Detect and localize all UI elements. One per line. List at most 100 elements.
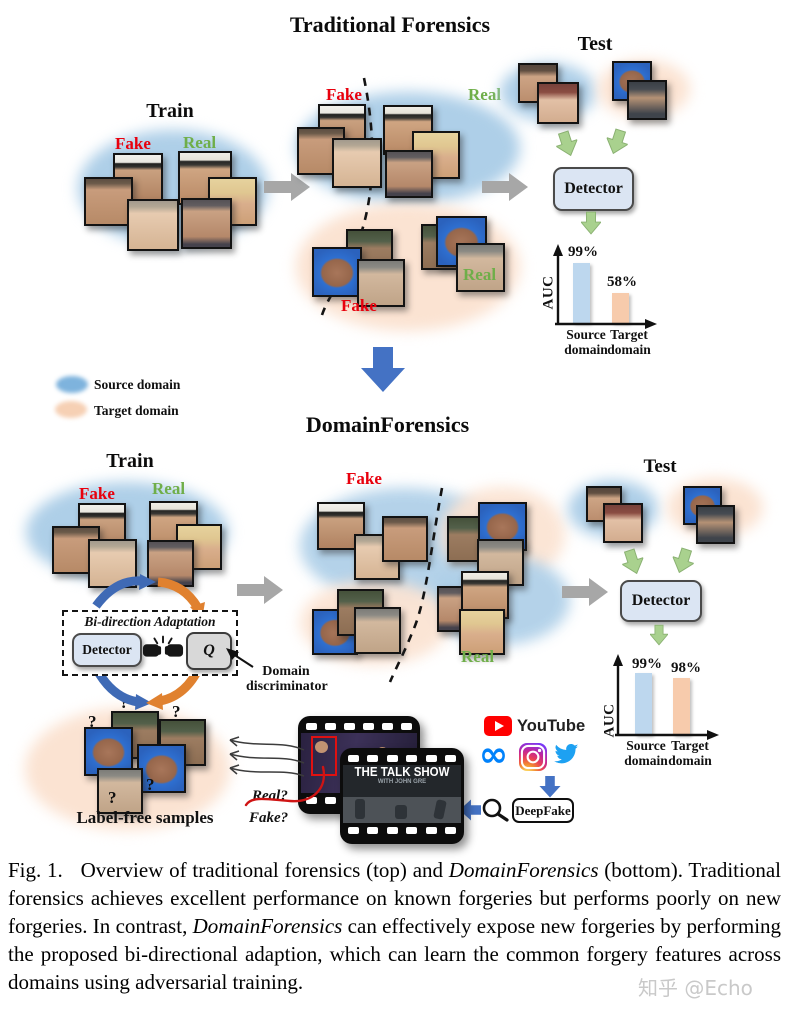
meta-infinity-icon: ∞ — [479, 735, 509, 775]
test-heading-bottom: Test — [643, 456, 677, 477]
caption-text: can effectively expose new forgeries by … — [8, 914, 782, 994]
watermark: 知乎 @Echo — [638, 976, 753, 1000]
legend-target-label: Target domain — [94, 403, 179, 418]
y-axis-label: AUC — [540, 275, 557, 310]
gray-arrow-icon — [562, 578, 608, 606]
filmstrip-sprockets — [343, 823, 461, 837]
face-image — [137, 744, 186, 793]
face-image — [696, 505, 735, 544]
face-image — [181, 198, 232, 249]
face-image — [312, 247, 362, 297]
x-category-label: Target domain — [668, 738, 712, 768]
x-category-label: Source domain — [564, 327, 608, 357]
train-heading-bottom: Train — [106, 450, 154, 472]
face-image — [354, 607, 401, 654]
person-silhouette — [395, 805, 407, 819]
pointer-arrow-icon — [226, 648, 254, 668]
face-image — [412, 131, 460, 179]
face-image — [459, 609, 505, 655]
figure-caption: Fig. 1. Overview of traditional forensic… — [8, 856, 781, 996]
green-arrow-icon — [671, 547, 695, 574]
green-arrow-icon — [605, 128, 629, 155]
label-free-samples-label: Label-free samples — [76, 808, 214, 827]
bidirection-adaptation-box: Bi-direction Adaptation Detector Q — [62, 610, 238, 676]
face-image — [84, 177, 133, 226]
video-filmstrip-front: THE TALK SHOW WITH JOHN GRE — [340, 748, 464, 844]
bar-source — [635, 673, 652, 735]
legend-source-label: Source domain — [94, 377, 181, 392]
domain-discriminator-label: Domain discriminator — [246, 664, 328, 695]
auc-chart-traditional: 99% 58% AUC Source domain Target domain — [535, 240, 700, 365]
curved-flow-arrows — [229, 736, 305, 777]
detector-box: Detector — [553, 167, 634, 211]
person-silhouette — [355, 799, 365, 819]
instagram-camera-icon — [519, 743, 547, 771]
green-arrow-icon — [621, 548, 645, 575]
decision-boundary-dashed-line — [388, 487, 444, 683]
detector-box: Detector — [620, 580, 702, 622]
green-arrow-icon — [555, 130, 579, 157]
face-image — [456, 243, 505, 292]
face-image — [127, 199, 179, 251]
bidirection-adaptation-title: Bi-direction Adaptation — [84, 614, 216, 629]
face-image — [332, 138, 382, 188]
detector-box: Detector — [72, 633, 142, 667]
blue-arrow-icon — [539, 776, 561, 798]
blue-arrow-icon — [361, 347, 405, 392]
question-mark-label: ? — [88, 712, 97, 731]
target-domain-swatch — [55, 401, 87, 418]
gray-arrow-icon — [237, 576, 283, 604]
gray-arrow-icon — [482, 173, 528, 201]
train-heading-top: Train — [146, 100, 194, 122]
filmstrip-sprockets — [343, 751, 461, 765]
gray-arrow-icon — [264, 173, 310, 201]
face-image — [357, 259, 405, 307]
blue-arrow-icon — [459, 799, 481, 821]
green-arrow-icon — [650, 624, 668, 646]
chart-axes — [613, 654, 719, 740]
domainforensics-title: DomainForensics — [305, 412, 470, 437]
face-image — [385, 150, 433, 198]
face-image — [603, 503, 643, 543]
real-label: Real — [152, 479, 186, 498]
fake-label: Fake — [79, 484, 115, 503]
caption-fig-label: Fig. 1. — [8, 858, 63, 882]
traditional-forensics-title: Traditional Forensics — [289, 12, 491, 37]
face-image — [382, 516, 428, 562]
deepfake-search-box: DeepFake — [512, 798, 574, 823]
question-mark-label: ? — [172, 702, 181, 721]
question-mark-label: ? — [108, 788, 117, 807]
youtube-wordmark: YouTube — [517, 716, 586, 735]
talkshow-thumbnail-image: THE TALK SHOW WITH JOHN GRE — [343, 765, 461, 823]
fake-label: Fake — [115, 134, 151, 153]
auc-chart-domainforensics: 99% 98% AUC Source domain Target domain — [595, 650, 763, 775]
caption-italic: DomainForensics — [192, 914, 343, 938]
youtube-play-icon — [484, 716, 512, 736]
green-arrow-icon — [581, 211, 601, 235]
face-image — [537, 82, 579, 124]
fake-label: Fake — [326, 85, 362, 104]
x-category-label: Source domain — [624, 738, 668, 768]
bar-source — [573, 263, 590, 323]
x-category-label: Target domain — [607, 327, 651, 357]
real-label: Real — [463, 265, 497, 284]
film-subtitle: WITH JOHN GRE — [377, 779, 427, 785]
youtube-logo: YouTube — [484, 716, 585, 736]
decision-boundary-dashed-line — [320, 77, 374, 316]
fake-query-label: Fake? — [249, 810, 289, 826]
question-mark-label: ? — [146, 775, 155, 794]
caption-text: Overview of traditional forensics (top) … — [80, 858, 444, 882]
face-image — [97, 768, 143, 814]
adversarial-fists-icon — [142, 635, 184, 657]
bar-target — [673, 678, 690, 736]
y-axis-label: AUC — [601, 703, 618, 738]
bar-target — [612, 293, 629, 324]
filmstrip-sprockets — [301, 719, 417, 733]
person-silhouette — [315, 741, 328, 753]
caption-text: (bottom). Traditional forensics achieves… — [8, 858, 781, 938]
test-heading-top: Test — [577, 33, 613, 55]
fake-label: Fake — [341, 296, 377, 315]
real-label: Real — [461, 647, 495, 666]
magnifier-icon — [482, 798, 509, 822]
real-label: Real — [468, 85, 502, 104]
